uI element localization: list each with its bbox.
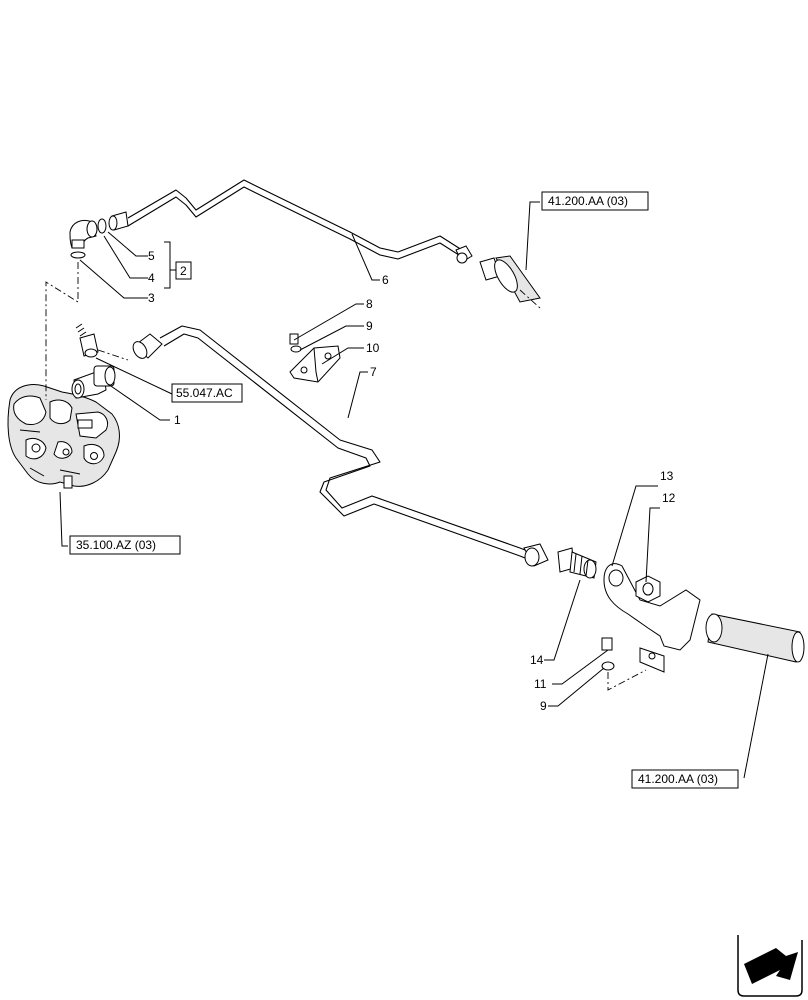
callout-12: 12: [662, 491, 676, 505]
callout-2: 2: [180, 264, 187, 278]
callout-13: 13: [660, 469, 674, 483]
reference-bottom-label: 41.200.AA (03): [638, 772, 718, 786]
hose-lower-right: [705, 613, 805, 663]
small-nipple-fitting: [75, 323, 99, 358]
assembly-line-elbow: [45, 262, 79, 400]
adapter-14: [557, 547, 597, 579]
bolt-11: [601, 637, 613, 651]
reference-box-top[interactable]: 41.200.AA (03): [541, 191, 649, 211]
hose-upper-right: [479, 255, 541, 309]
reference-box-valve[interactable]: 35.100.AZ (03): [69, 535, 181, 555]
callout-4: 4: [148, 271, 155, 285]
elbow-fitting-5: [69, 219, 98, 249]
bolt-8: [289, 333, 299, 345]
fitting-1: [71, 365, 116, 399]
callout-14: 14: [530, 653, 544, 667]
reference-mid-label: 55.047.AC: [176, 386, 233, 400]
callout-3: 3: [148, 291, 155, 305]
callout-1: 1: [174, 413, 181, 427]
assembly-line-bracket: [607, 669, 647, 691]
callout-9-lower: 9: [540, 699, 547, 713]
assembly-line-nipple: [97, 349, 129, 361]
callout-10: 10: [366, 341, 380, 355]
pipe-6: [108, 179, 473, 264]
washer-9-lower: [601, 661, 615, 671]
pipe-7: [132, 325, 549, 567]
leader-lines: [59, 201, 769, 779]
washer-9-upper: [290, 345, 302, 353]
callout-2-box: [175, 261, 192, 280]
o-ring-4: [97, 218, 107, 234]
bracket-13: [603, 563, 701, 673]
reference-box-bottom[interactable]: 41.200.AA (03): [631, 769, 739, 789]
reference-top-label: 41.200.AA (03): [548, 194, 628, 208]
reference-valve-label: 35.100.AZ (03): [76, 538, 156, 552]
callout-8: 8: [366, 297, 373, 311]
bracket-10: [289, 345, 341, 383]
callout-9-upper: 9: [366, 319, 373, 333]
page-navigation-arrow-icon[interactable]: [737, 935, 803, 997]
o-ring-3: [70, 251, 86, 259]
reference-box-mid[interactable]: 55.047.AC: [171, 383, 243, 403]
callout-6: 6: [382, 273, 389, 287]
callout-5: 5: [148, 249, 155, 263]
control-valve-body: [7, 384, 120, 489]
nut-12: [635, 575, 661, 603]
callout-7: 7: [370, 365, 377, 379]
callout-11: 11: [534, 677, 547, 691]
